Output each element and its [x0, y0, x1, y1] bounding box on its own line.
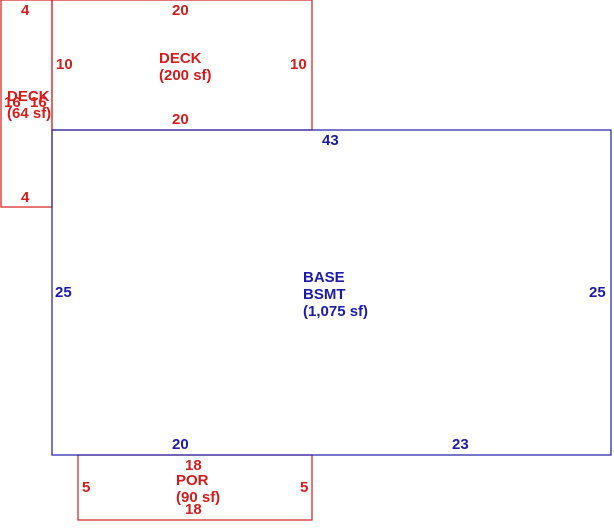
deck-large-dim-bottom: 20: [172, 111, 189, 128]
deck-small-area: (64 sf): [7, 105, 51, 122]
base-name-line2: BSMT: [303, 286, 346, 303]
deck-small-dim-bottom: 4: [21, 189, 30, 206]
base-dim-bottom-left: 20: [172, 436, 189, 453]
porch-dim-bottom: 18: [185, 501, 202, 518]
base-dim-top: 43: [322, 132, 339, 149]
deck-large-dim-left: 10: [56, 56, 73, 73]
deck-large-area: (200 sf): [159, 67, 212, 84]
base-dim-left: 25: [55, 284, 72, 301]
deck-small-name: DECK: [7, 88, 50, 105]
basement-outline: [51, 129, 612, 456]
porch-area: (90 sf): [176, 489, 220, 506]
base-dim-bottom-right: 23: [452, 436, 469, 453]
porch-name: POR: [176, 472, 209, 489]
base-area: (1,075 sf): [303, 303, 368, 320]
deck-small-dim-right: 16: [30, 94, 47, 111]
base-name-line1: BASE: [303, 269, 345, 286]
deck-small-dim-left: 16: [4, 94, 21, 111]
deck-small-dim-top: 4: [21, 2, 30, 19]
porch-dim-right: 5: [300, 479, 308, 496]
porch-dim-left: 5: [82, 479, 90, 496]
deck-large-name: DECK: [159, 50, 202, 67]
deck-large-dim-right: 10: [290, 56, 307, 73]
porch-dim-top: 18: [185, 457, 202, 474]
deck-large-dim-top: 20: [172, 2, 189, 19]
base-dim-right: 25: [589, 284, 606, 301]
